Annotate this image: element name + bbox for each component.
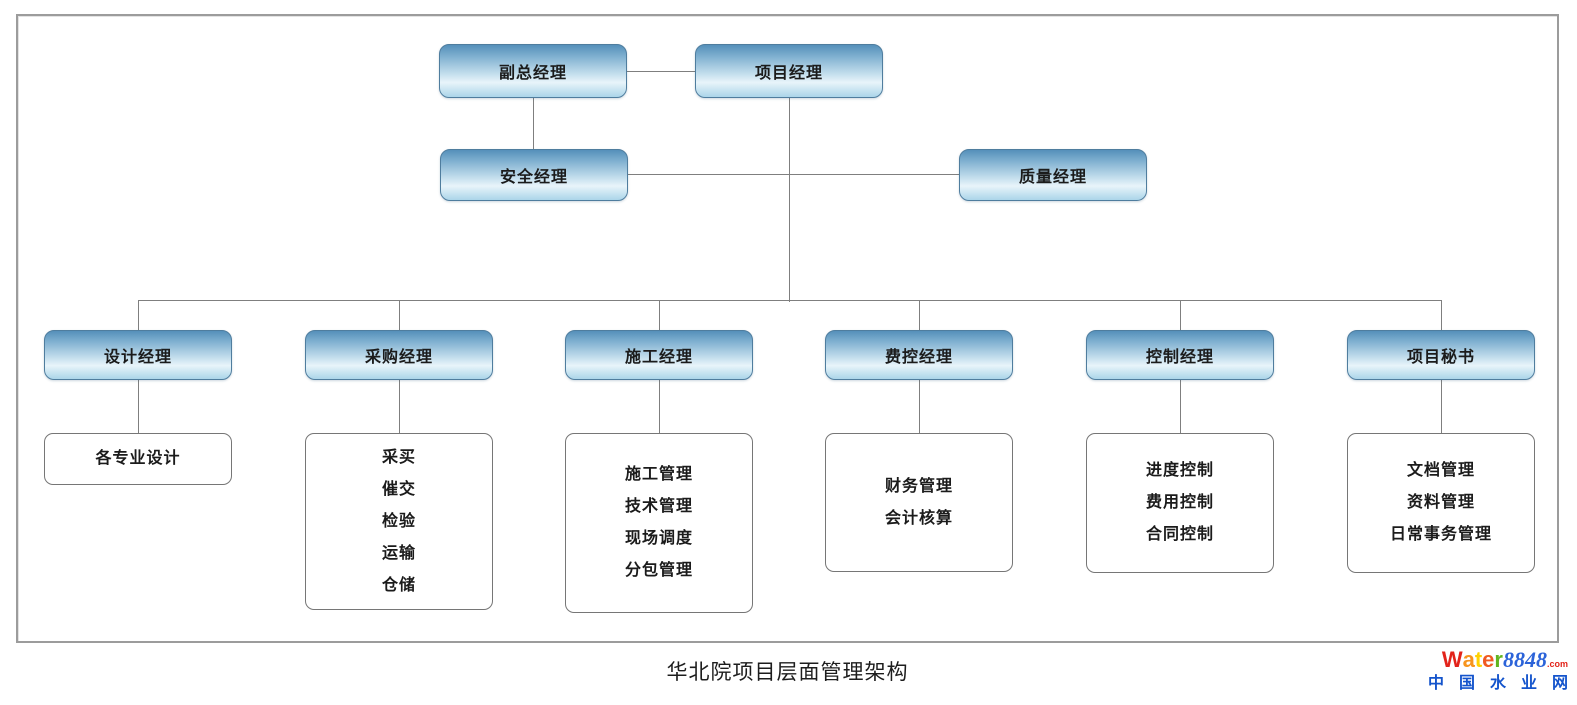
- node-label: 施工经理: [624, 349, 693, 366]
- detail-item: 费用控制: [1145, 494, 1214, 511]
- detail-item: 分包管理: [624, 562, 693, 579]
- node-label: 质量经理: [1018, 169, 1087, 186]
- detail-item: 进度控制: [1145, 462, 1214, 479]
- drop-procurement: [399, 300, 400, 330]
- detail-item: 资料管理: [1406, 494, 1475, 511]
- node-label: 安全经理: [499, 169, 568, 186]
- logo-number: 8848: [1502, 647, 1547, 672]
- node-deputy-general-manager: 副总经理: [439, 44, 627, 98]
- detail-item: 日常事务管理: [1389, 526, 1492, 543]
- detail-item: 施工管理: [624, 466, 693, 483]
- detail-item: 各专业设计: [95, 450, 181, 467]
- connector-bus: [138, 300, 1441, 301]
- drop-cost-control: [919, 300, 920, 330]
- detail-construction: 施工管理 技术管理 现场调度 分包管理: [565, 433, 753, 613]
- node-quality-manager: 质量经理: [959, 149, 1147, 201]
- detail-item: 合同控制: [1145, 526, 1214, 543]
- link-design-detail: [138, 380, 139, 433]
- node-design-manager: 设计经理: [44, 330, 232, 380]
- connector-deputy-pm: [627, 71, 695, 72]
- detail-secretary: 文档管理 资料管理 日常事务管理: [1347, 433, 1535, 573]
- link-procurement-detail: [399, 380, 400, 433]
- node-label: 项目秘书: [1406, 349, 1475, 366]
- detail-item: 财务管理: [884, 477, 953, 495]
- logo-tagline: 中国水业网: [1427, 675, 1577, 692]
- drop-construction: [659, 300, 660, 330]
- node-project-secretary: 项目秘书: [1347, 330, 1535, 380]
- node-procurement-manager: 采购经理: [305, 330, 493, 380]
- node-safety-manager: 安全经理: [440, 149, 628, 201]
- chart-frame: 副总经理 项目经理 安全经理 质量经理 设计经理 采购经理 施工经理 费控经理 …: [16, 14, 1559, 643]
- drop-secretary: [1441, 300, 1442, 330]
- connector-pm-bus: [789, 98, 790, 302]
- logo-letter: W: [1441, 647, 1463, 672]
- detail-procurement: 采买 催交 检验 运输 仓储: [305, 433, 493, 610]
- logo-letter: e: [1482, 647, 1495, 672]
- chart-caption: 华北院项目层面管理架构: [666, 661, 909, 684]
- node-cost-control-manager: 费控经理: [825, 330, 1013, 380]
- node-project-manager: 项目经理: [695, 44, 883, 98]
- node-label: 控制经理: [1145, 349, 1214, 366]
- detail-item: 采买: [381, 448, 416, 466]
- drop-design: [138, 300, 139, 330]
- detail-item: 催交: [381, 480, 416, 498]
- link-control-detail: [1180, 380, 1181, 433]
- connector-safety-quality: [628, 174, 959, 175]
- node-label: 项目经理: [754, 65, 823, 82]
- detail-item: 技术管理: [624, 498, 693, 515]
- detail-item: 检验: [381, 512, 416, 530]
- connector-deputy-safety: [533, 98, 534, 151]
- water8848-logo: Water8848.com 中国水业网: [1428, 649, 1568, 692]
- detail-design: 各专业设计: [44, 433, 232, 485]
- node-construction-manager: 施工经理: [565, 330, 753, 380]
- node-label: 费控经理: [884, 349, 953, 366]
- logo-letter: t: [1474, 647, 1483, 672]
- detail-item: 文档管理: [1406, 462, 1475, 479]
- detail-cost-control: 财务管理 会计核算: [825, 433, 1013, 572]
- link-secretary-detail: [1441, 380, 1442, 433]
- logo-domain-suffix: .com: [1546, 659, 1568, 669]
- node-control-manager: 控制经理: [1086, 330, 1274, 380]
- detail-control: 进度控制 费用控制 合同控制: [1086, 433, 1274, 573]
- detail-item: 运输: [381, 544, 416, 562]
- drop-control: [1180, 300, 1181, 330]
- logo-letter: r: [1494, 647, 1503, 672]
- node-label: 设计经理: [103, 349, 172, 366]
- node-label: 副总经理: [498, 65, 567, 82]
- detail-item: 现场调度: [624, 530, 693, 547]
- detail-item: 仓储: [381, 576, 416, 594]
- node-label: 采购经理: [364, 349, 433, 366]
- detail-item: 会计核算: [884, 509, 953, 527]
- logo-wordmark: Water8848.com: [1428, 649, 1568, 671]
- logo-letter: a: [1462, 647, 1475, 672]
- link-cost-detail: [919, 380, 920, 433]
- link-construction-detail: [659, 380, 660, 433]
